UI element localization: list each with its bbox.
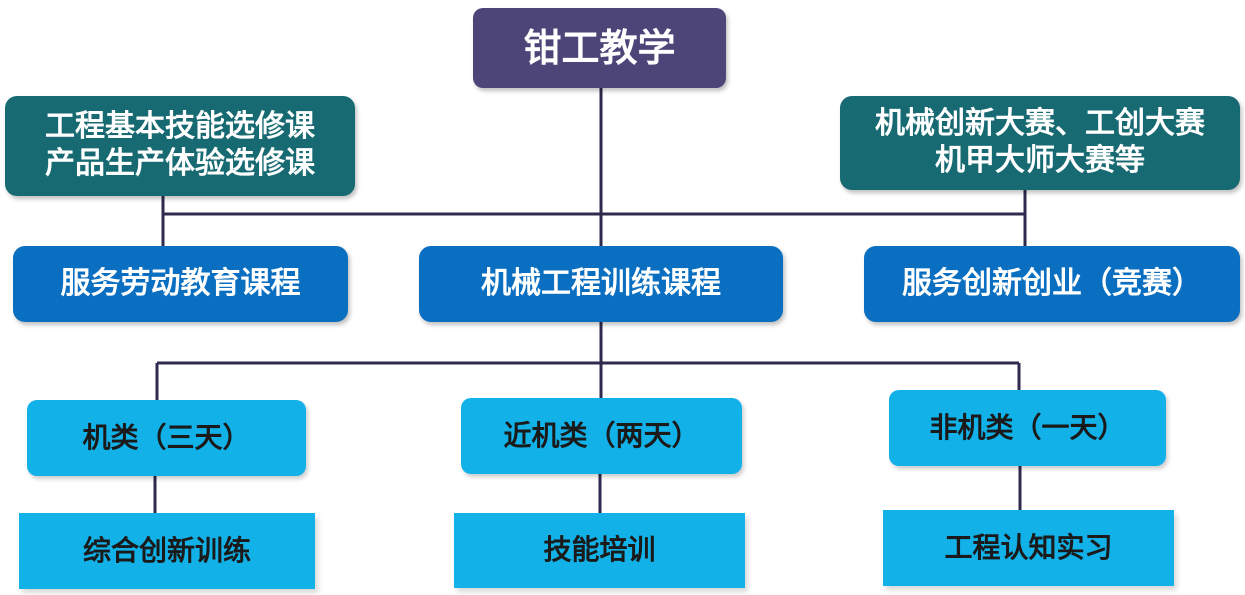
training-cognition: 工程认知实习	[883, 510, 1174, 586]
root-node: 钳工教学	[473, 8, 726, 88]
category-mechanical-label: 机类（三天）	[82, 420, 251, 454]
elective-courses-node: 工程基本技能选修课 产品生产体验选修课	[5, 96, 355, 196]
mechanical-training-label: 机械工程训练课程	[481, 265, 721, 301]
innovation-label: 服务创新创业（竞赛）	[902, 265, 1202, 301]
elective-line2: 产品生产体验选修课	[45, 146, 315, 181]
innovation-node: 服务创新创业（竞赛）	[864, 246, 1240, 322]
training-innovation: 综合创新训练	[19, 513, 315, 589]
training-cognition-label: 工程认知实习	[944, 530, 1113, 564]
competitions-node: 机械创新大赛、工创大赛 机甲大师大赛等	[840, 96, 1240, 190]
category-near-mechanical-label: 近机类（两天）	[503, 418, 700, 452]
category-non-mechanical-label: 非机类（一天）	[929, 410, 1126, 444]
category-near-mechanical: 近机类（两天）	[461, 398, 742, 474]
category-non-mechanical: 非机类（一天）	[889, 390, 1166, 466]
training-skills-label: 技能培训	[543, 533, 656, 567]
training-innovation-label: 综合创新训练	[82, 533, 251, 567]
competitions-line1: 机械创新大赛、工创大赛	[875, 106, 1205, 142]
elective-line1: 工程基本技能选修课	[45, 109, 315, 145]
root-label: 钳工教学	[523, 25, 676, 70]
mechanical-training-node: 机械工程训练课程	[419, 246, 783, 322]
competitions-line2: 机甲大师大赛等	[935, 143, 1145, 178]
category-mechanical: 机类（三天）	[27, 400, 306, 476]
training-skills: 技能培训	[454, 513, 745, 588]
labor-education-label: 服务劳动教育课程	[60, 265, 301, 301]
labor-education-node: 服务劳动教育课程	[13, 246, 348, 322]
